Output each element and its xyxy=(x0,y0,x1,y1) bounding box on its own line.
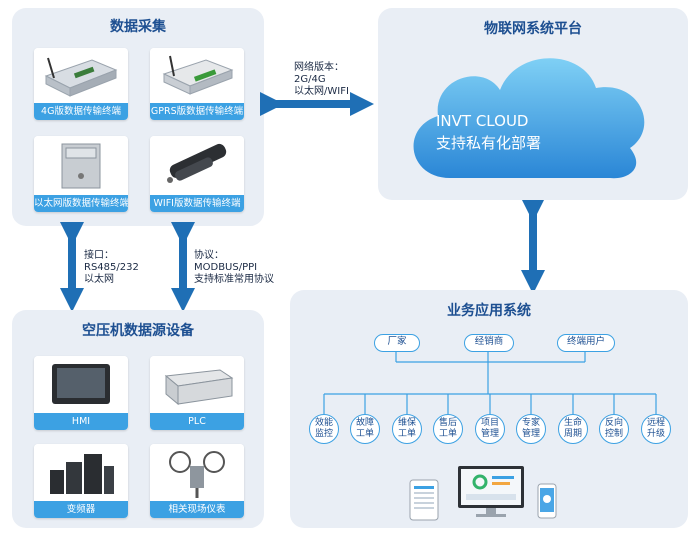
card-wifi-terminal[interactable]: WIFI版数据传输终端 xyxy=(150,136,244,212)
function-efficiency-monitor[interactable]: 效能监控 xyxy=(309,414,339,444)
tablet-icon xyxy=(409,479,439,521)
card-label: 4G版数据传输终端 xyxy=(34,103,128,120)
compressor-panel: 空压机数据源设备 HMI PLC xyxy=(12,310,264,528)
card-hmi[interactable]: HMI xyxy=(34,356,128,430)
user-pill-end-user[interactable]: 终端用户 xyxy=(557,334,615,352)
function-aftersales-ticket[interactable]: 售后工单 xyxy=(433,414,463,444)
business-title: 业务应用系统 xyxy=(447,303,531,319)
wifi-terminal-icon xyxy=(150,136,244,195)
devices-illustration xyxy=(409,466,557,521)
iot-platform-title: 物联网系统平台 xyxy=(484,21,582,37)
card-label: PLC xyxy=(150,413,244,430)
monitor-icon xyxy=(458,466,524,517)
inverter-icon xyxy=(34,444,128,501)
function-expert-management[interactable]: 专家管理 xyxy=(516,414,546,444)
plc-icon xyxy=(150,356,244,413)
protocol-note: 协议： MODBUS/PPI 支持标准常用协议 xyxy=(194,250,274,285)
function-project-management[interactable]: 项目管理 xyxy=(475,414,505,444)
card-field-gauges[interactable]: 相关现场仪表 xyxy=(150,444,244,518)
function-remote-upgrade[interactable]: 远程升级 xyxy=(641,414,671,444)
data-collection-panel: 数据采集 4G版数据传输终端 GPRS版数据传输终端 xyxy=(12,8,264,226)
card-gprs-terminal[interactable]: GPRS版数据传输终端 xyxy=(150,48,244,120)
hmi-icon xyxy=(34,356,128,413)
card-4g-terminal[interactable]: 4G版数据传输终端 xyxy=(34,48,128,120)
ethernet-terminal-icon xyxy=(34,136,128,195)
card-inverter[interactable]: 变频器 xyxy=(34,444,128,518)
compressor-title: 空压机数据源设备 xyxy=(82,323,194,339)
function-fault-ticket[interactable]: 故障工单 xyxy=(350,414,380,444)
gprs-terminal-icon xyxy=(150,48,244,103)
card-label: GPRS版数据传输终端 xyxy=(150,103,244,120)
gauge-icon xyxy=(150,444,244,501)
business-tree-lines xyxy=(323,348,657,414)
card-label: 相关现场仪表 xyxy=(150,501,244,518)
data-collection-title: 数据采集 xyxy=(110,19,166,35)
cloud-name: INVT CLOUD xyxy=(436,112,529,130)
phone-icon xyxy=(537,483,557,519)
user-pill-distributor[interactable]: 经销商 xyxy=(464,334,514,352)
card-label: WIFI版数据传输终端 xyxy=(150,195,244,212)
card-label: 变频器 xyxy=(34,501,128,518)
4g-terminal-icon xyxy=(34,48,128,103)
function-lifecycle[interactable]: 生命周期 xyxy=(558,414,588,444)
iot-platform-panel: 物联网系统平台 INVT CLOUD 支持私有化部署 xyxy=(378,8,688,200)
cloud-slogan: 支持私有化部署 xyxy=(436,134,542,152)
network-note: 网络版本： 2G/4G 以太网/WIFI xyxy=(294,62,349,97)
card-label: 以太网版数据传输终端 xyxy=(34,195,128,212)
card-ethernet-terminal[interactable]: 以太网版数据传输终端 xyxy=(34,136,128,212)
card-label: HMI xyxy=(34,413,128,430)
function-reverse-control[interactable]: 反向控制 xyxy=(599,414,629,444)
user-pill-manufacturer[interactable]: 厂家 xyxy=(374,334,420,352)
business-panel: 业务应用系统 厂家 经销商 终端用户 效能监控 故障工单 维保工单 售后工单 项… xyxy=(290,290,688,528)
card-plc[interactable]: PLC xyxy=(150,356,244,430)
cloud-icon xyxy=(413,58,645,179)
interface-note: 接口： RS485/232 以太网 xyxy=(84,250,139,285)
function-maintenance-ticket[interactable]: 维保工单 xyxy=(392,414,422,444)
